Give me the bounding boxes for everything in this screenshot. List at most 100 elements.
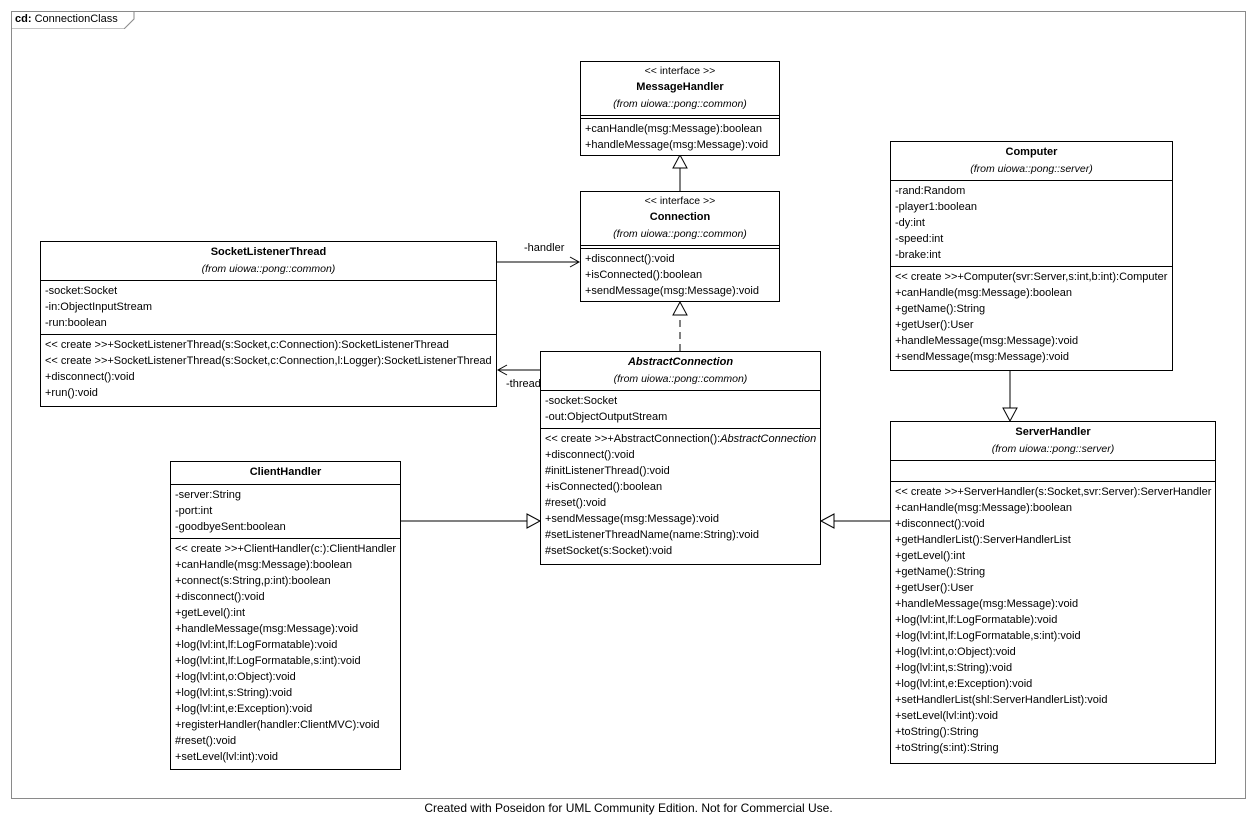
package-label: (from uiowa::pong::server) xyxy=(970,163,1093,175)
class-header: AbstractConnection (from uiowa::pong::co… xyxy=(541,352,820,391)
operation: +log(lvl:int,o:Object):void xyxy=(175,671,296,683)
operations-section: +disconnect():void +isConnected():boolea… xyxy=(581,249,779,302)
frame-name: ConnectionClass xyxy=(34,13,118,25)
generalization-arrowhead xyxy=(819,513,835,529)
stereotype-label: << interface >> xyxy=(644,65,716,77)
operation: +toString(s:int):String xyxy=(895,742,999,754)
operation: +getLevel():int xyxy=(895,550,966,562)
operation: +getName():String xyxy=(895,566,986,578)
generalization-arrowhead xyxy=(672,153,688,169)
operation: +sendMessage(msg:Message):void xyxy=(545,513,719,525)
class-socketlistenerthread[interactable]: SocketListenerThread (from uiowa::pong::… xyxy=(40,241,497,407)
operation: #reset():void xyxy=(175,735,237,747)
class-connection[interactable]: << interface >> Connection (from uiowa::… xyxy=(580,191,780,302)
attributes-section xyxy=(581,246,779,249)
attributes-section xyxy=(581,116,779,119)
constructor-signature: << create >>+AbstractConnection(): xyxy=(545,433,721,445)
operation: +log(lvl:int,s:String):void xyxy=(175,687,293,699)
attribute: -goodbyeSent:boolean xyxy=(175,521,286,533)
package-label: (from uiowa::pong::common) xyxy=(613,98,747,110)
navigability-arrowhead xyxy=(569,256,581,268)
attribute: -socket:Socket xyxy=(545,395,618,407)
operation: +canHandle(msg:Message):boolean xyxy=(895,287,1073,299)
operation: +setHandlerList(shl:ServerHandlerList):v… xyxy=(895,694,1108,706)
frame-kind: cd: xyxy=(15,13,32,25)
operation: +log(lvl:int,s:String):void xyxy=(895,662,1013,674)
attribute: -speed:int xyxy=(895,233,944,245)
class-clienthandler[interactable]: ClientHandler -server:String -port:int -… xyxy=(170,461,401,770)
class-header: << interface >> MessageHandler (from uio… xyxy=(581,62,779,116)
operation: +canHandle(msg:Message):boolean xyxy=(175,559,353,571)
operations-section: << create >>+SocketListenerThread(s:Sock… xyxy=(41,335,496,404)
operation: +log(lvl:int,e:Exception):void xyxy=(895,678,1033,690)
operation: +handleMessage(msg:Message):void xyxy=(895,335,1079,347)
operation: +log(lvl:int,lf:LogFormatable,s:int):voi… xyxy=(895,630,1081,642)
class-header: Computer (from uiowa::pong::server) xyxy=(891,142,1172,181)
operation: << create >>+ClientHandler(c:):ClientHan… xyxy=(175,543,397,555)
operation: +isConnected():boolean xyxy=(545,481,663,493)
operation: +getName():String xyxy=(895,303,986,315)
attribute: -port:int xyxy=(175,505,213,517)
package-label: (from uiowa::pong::common) xyxy=(201,263,336,275)
class-header: << interface >> Connection (from uiowa::… xyxy=(581,192,779,246)
attributes-section: -rand:Random -player1:boolean -dy:int -s… xyxy=(891,181,1172,267)
class-serverhandler[interactable]: ServerHandler (from uiowa::pong::server)… xyxy=(890,421,1216,764)
generalization-arrowhead xyxy=(526,513,542,529)
operation: #setSocket(s:Socket):void xyxy=(545,545,673,557)
frame-tab xyxy=(11,11,135,29)
frame-title: cd: ConnectionClass xyxy=(15,13,118,25)
attribute: -run:boolean xyxy=(45,317,107,329)
operation: +log(lvl:int,o:Object):void xyxy=(895,646,1016,658)
operation: #initListenerThread():void xyxy=(545,465,670,477)
class-name: ServerHandler xyxy=(1015,426,1091,438)
operation: +handleMessage(msg:Message):void xyxy=(585,139,769,151)
class-name: ClientHandler xyxy=(249,466,322,478)
attribute: -dy:int xyxy=(895,217,925,229)
class-header: ClientHandler xyxy=(171,462,400,485)
footer-note: Created with Poseidon for UML Community … xyxy=(424,801,833,815)
operation: +setLevel(lvl:int):void xyxy=(895,710,999,722)
class-messagehandler[interactable]: << interface >> MessageHandler (from uio… xyxy=(580,61,780,156)
attribute: -in:ObjectInputStream xyxy=(45,301,152,313)
attributes-section: -socket:Socket -out:ObjectOutputStream xyxy=(541,391,820,429)
operation: +handleMessage(msg:Message):void xyxy=(175,623,359,635)
operation: +disconnect():void xyxy=(545,449,635,461)
attribute: -server:String xyxy=(175,489,242,501)
stereotype-label: << interface >> xyxy=(644,195,716,207)
class-abstractconnection[interactable]: AbstractConnection (from uiowa::pong::co… xyxy=(540,351,821,565)
constructor-return-type: AbstractConnection xyxy=(720,433,817,445)
class-computer[interactable]: Computer (from uiowa::pong::server) -ran… xyxy=(890,141,1173,371)
role-label-thread: -thread xyxy=(506,378,541,390)
operation: +connect(s:String,p:int):boolean xyxy=(175,575,331,587)
package-label: (from uiowa::pong::common) xyxy=(613,228,747,240)
class-header: ServerHandler (from uiowa::pong::server) xyxy=(891,422,1215,461)
attributes-section: -server:String -port:int -goodbyeSent:bo… xyxy=(171,485,400,539)
operation: +log(lvl:int,lf:LogFormatable):void xyxy=(175,639,338,651)
operation: +getUser():User xyxy=(895,582,974,594)
operation: +log(lvl:int,lf:LogFormatable,s:int):voi… xyxy=(175,655,361,667)
role-label-handler: -handler xyxy=(524,242,565,254)
operation: +disconnect():void xyxy=(175,591,265,603)
operations-section: +canHandle(msg:Message):boolean +handleM… xyxy=(581,119,779,156)
realization-arrowhead xyxy=(672,300,688,316)
class-name: Computer xyxy=(1005,146,1058,158)
operation: +disconnect():void xyxy=(45,371,135,383)
operation: +isConnected():boolean xyxy=(585,269,703,281)
operation: +setLevel(lvl:int):void xyxy=(175,751,279,763)
operations-section: << create >>+ServerHandler(s:Socket,svr:… xyxy=(891,482,1215,759)
operation: << create >>+Computer(svr:Server,s:int,b… xyxy=(895,271,1168,283)
package-label: (from uiowa::pong::server) xyxy=(991,443,1115,455)
operation: +canHandle(msg:Message):boolean xyxy=(585,123,763,135)
package-label: (from uiowa::pong::common) xyxy=(613,373,748,385)
operation: +disconnect():void xyxy=(585,253,675,265)
class-name: MessageHandler xyxy=(636,81,724,93)
diagram-frame xyxy=(11,11,1246,799)
operation: << create >>+ServerHandler(s:Socket,svr:… xyxy=(895,486,1212,498)
operation: +sendMessage(msg:Message):void xyxy=(895,351,1069,363)
class-name: AbstractConnection xyxy=(627,356,734,368)
operation: #setListenerThreadName(name:String):void xyxy=(545,529,759,541)
operations-section: << create >>+AbstractConnection():Abstra… xyxy=(541,429,820,562)
operation: +getLevel():int xyxy=(175,607,246,619)
attributes-section xyxy=(891,461,1215,482)
